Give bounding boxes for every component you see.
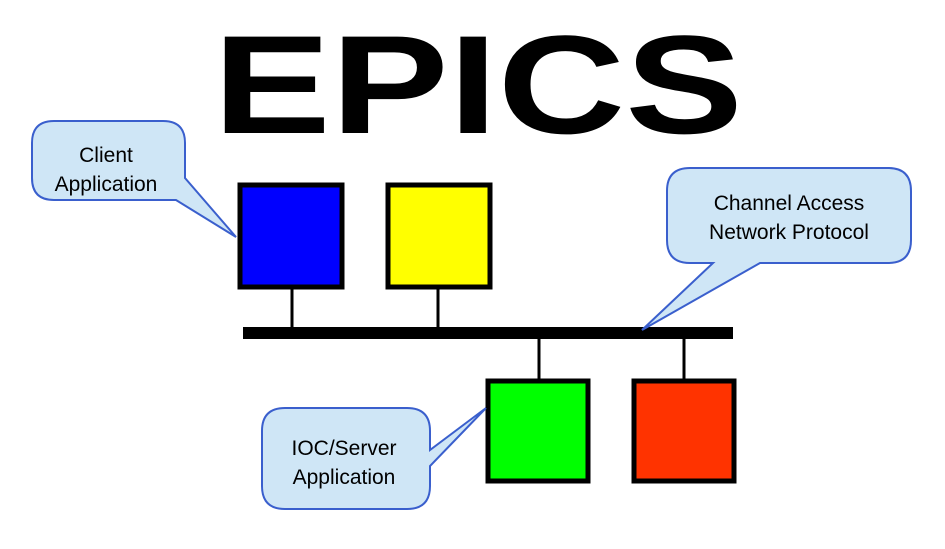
protocol-callout-line2: Network Protocol	[709, 221, 869, 244]
channel-access-callout: Channel Access Network Protocol	[641, 167, 912, 331]
protocol-callout-line1: Channel Access	[714, 192, 865, 215]
client-application-callout: Client Application	[31, 120, 237, 238]
server-node-green	[485, 378, 591, 484]
client-node-blue	[237, 182, 345, 290]
server-callout-line1: IOC/Server	[291, 437, 396, 460]
server-callout-line2: Application	[293, 466, 396, 489]
network-bus	[243, 327, 733, 339]
client-callout-line1: Client	[79, 144, 133, 167]
ioc-server-callout: IOC/Server Application	[261, 407, 487, 510]
server-node-red	[631, 378, 737, 484]
diagram-title: EPICS	[213, 6, 743, 163]
client-callout-line2: Application	[55, 173, 158, 196]
client-node-yellow	[385, 182, 493, 290]
